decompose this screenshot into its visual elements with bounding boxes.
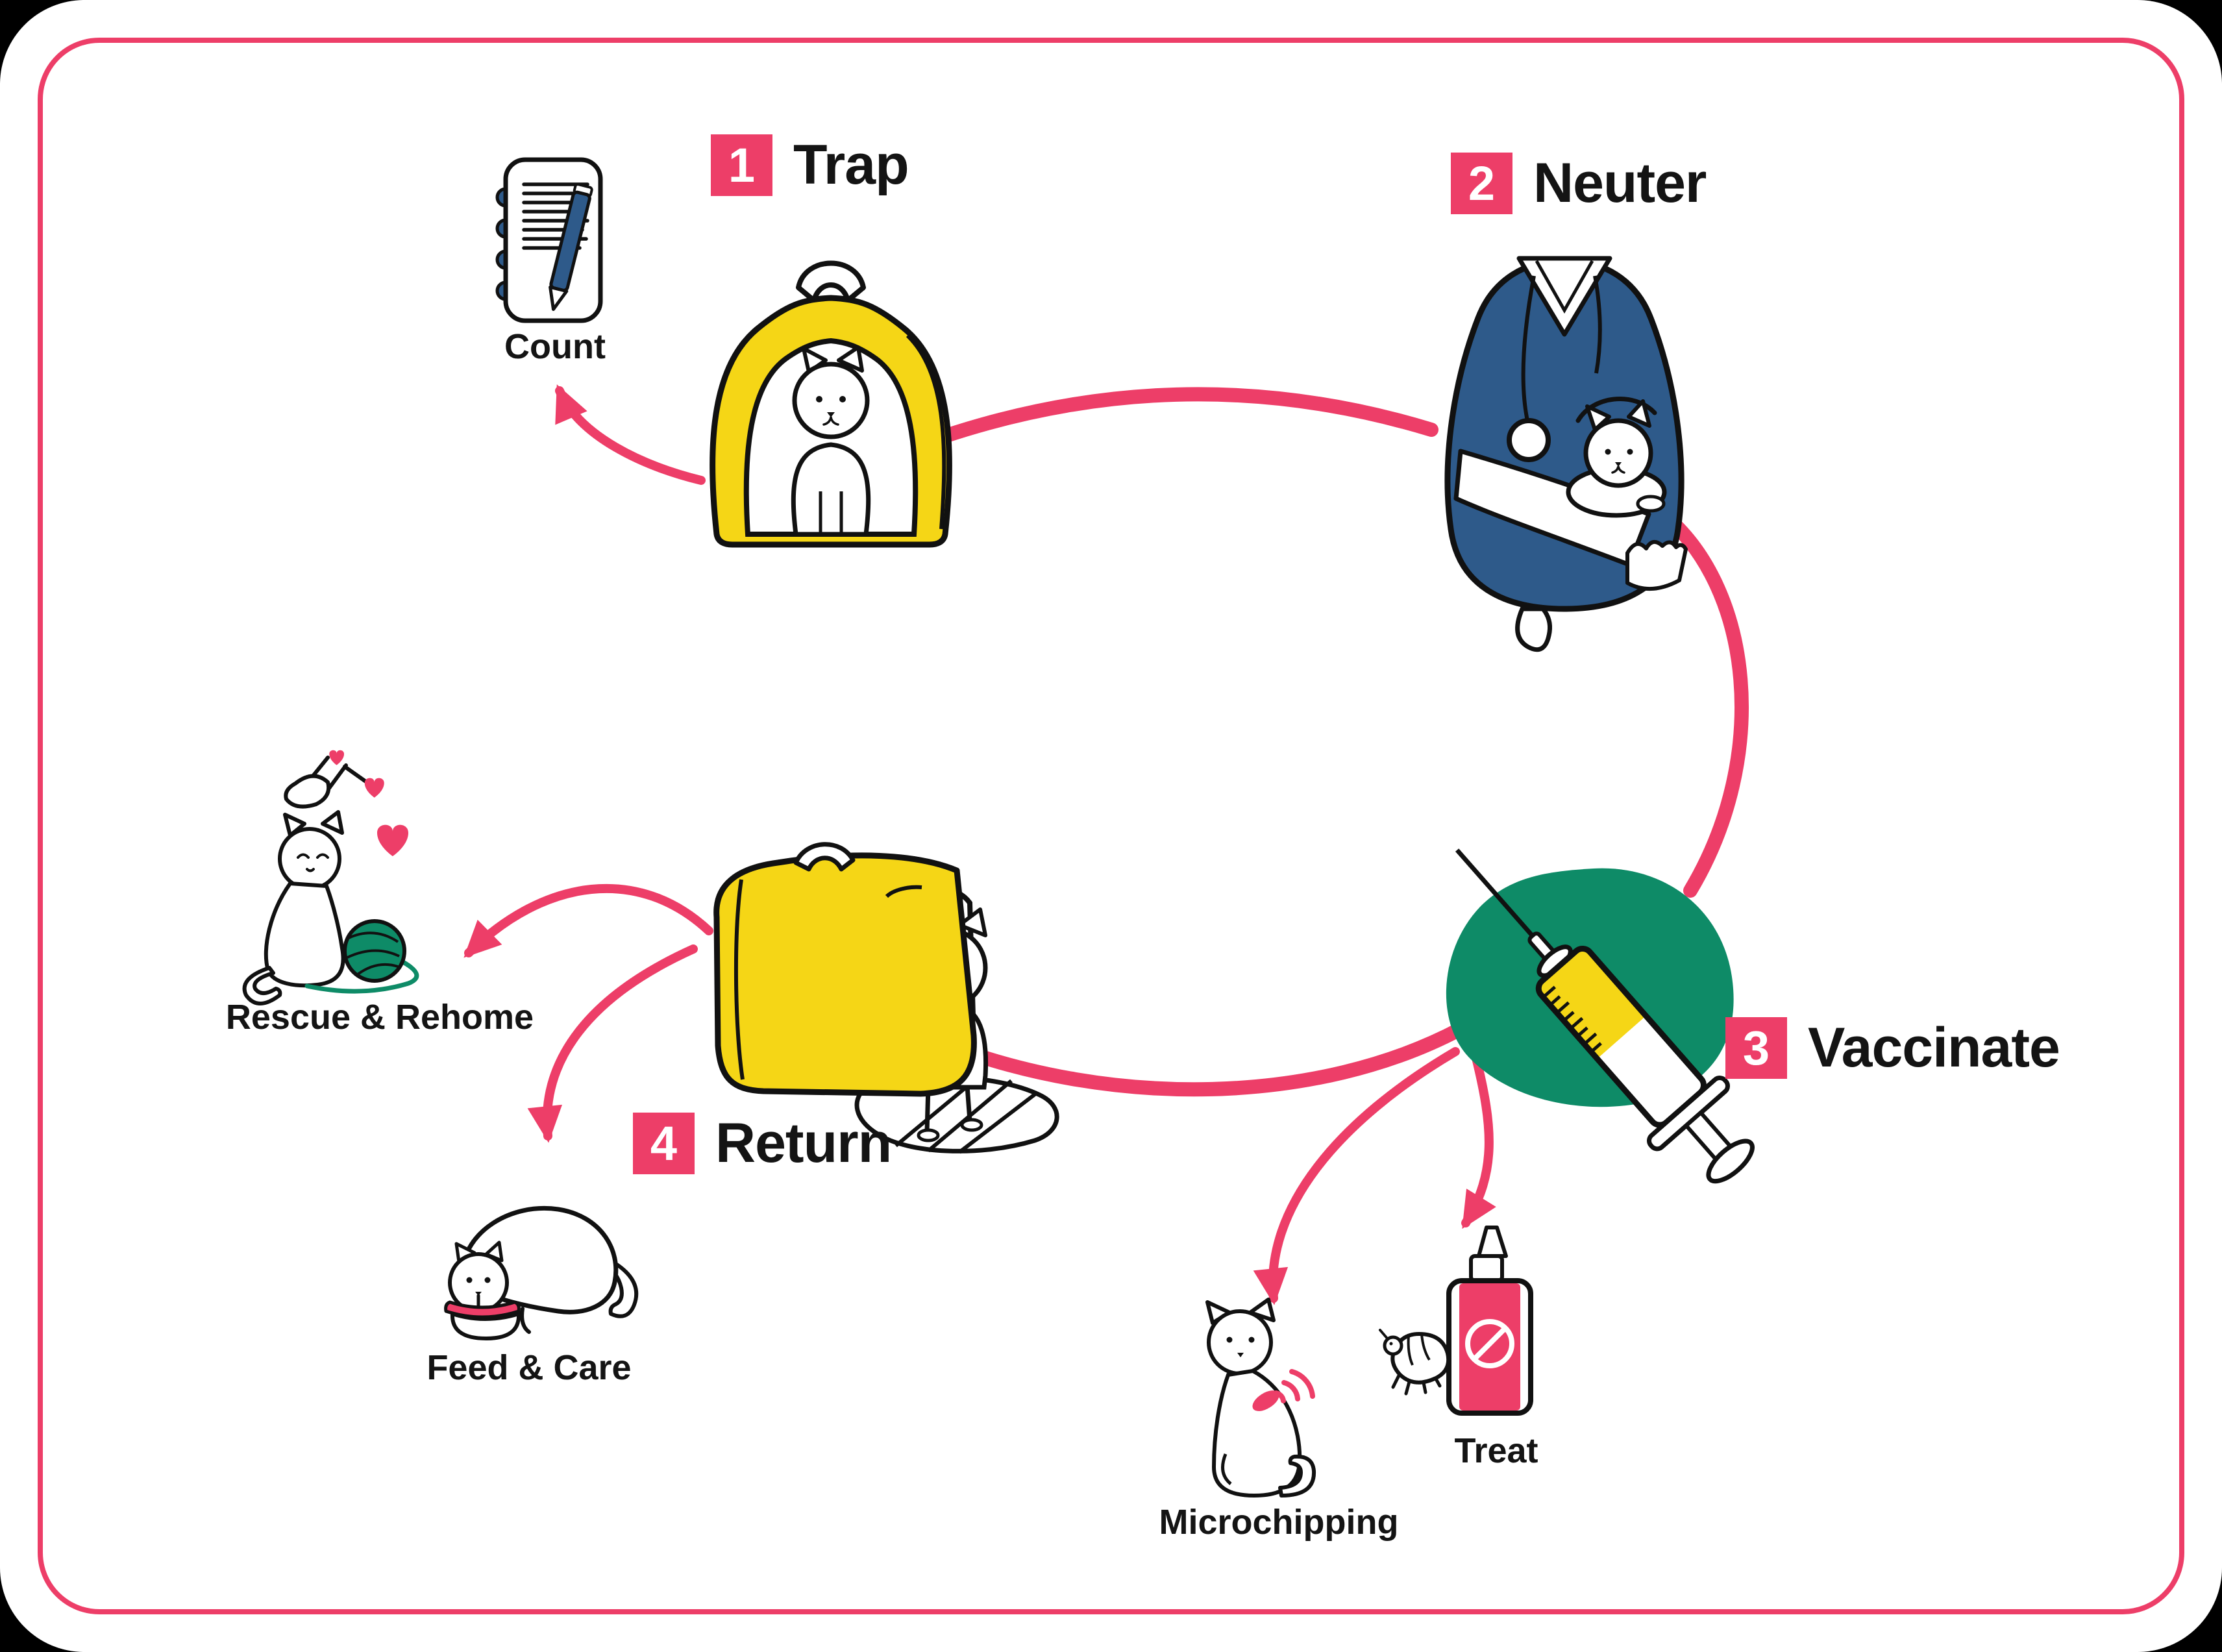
syringe-icon xyxy=(1455,848,1755,1184)
step-2-number-badge: 2 xyxy=(1451,153,1512,214)
arc-vaccinate-to-return xyxy=(937,1022,1468,1097)
treat-caption: Treat xyxy=(1454,1431,1538,1470)
cycle-arcs xyxy=(937,387,1749,1097)
microchip-signal-icon xyxy=(1274,1369,1315,1403)
pen-icon xyxy=(549,183,593,312)
vet-with-cat-icon xyxy=(1444,256,1688,652)
hearts-icon xyxy=(329,750,408,856)
step-3-title: Vaccinate xyxy=(1808,1017,2060,1079)
yarn-ball-icon xyxy=(304,919,419,994)
branch-arrows xyxy=(463,384,1496,1305)
step-3-vaccinate: 3 Vaccinate xyxy=(1725,1016,2060,1080)
flea-icon xyxy=(1379,1329,1451,1396)
step-4-number-badge: 4 xyxy=(633,1113,695,1174)
step-1-number-badge: 1 xyxy=(711,134,772,196)
pink-border-frame xyxy=(38,38,2184,1614)
microchip-cat-icon xyxy=(1205,1298,1316,1498)
arc-neuter-to-vaccinate xyxy=(1656,507,1749,898)
arrow-to-treat xyxy=(1461,1054,1496,1229)
microchip-icon xyxy=(1252,1390,1279,1411)
count-caption: Count xyxy=(504,327,606,366)
microchipping-caption: Microchipping xyxy=(1159,1503,1399,1542)
arrow-to-count xyxy=(555,384,706,485)
rescue-rehome-caption: Rescue & Rehome xyxy=(225,998,534,1037)
cat-in-carrier-icon xyxy=(710,260,952,548)
notebook-icon xyxy=(495,157,603,323)
cat-with-yarn-icon xyxy=(242,750,419,1005)
cat-eating-icon xyxy=(444,1206,639,1341)
arrow-to-microchipping xyxy=(1253,1047,1460,1305)
step-4-return: 4 Return xyxy=(633,1111,892,1176)
food-bowl-icon xyxy=(444,1300,521,1341)
bottle-nozzle xyxy=(1477,1226,1508,1258)
step-4-title: Return xyxy=(715,1112,892,1174)
step-1-title: Trap xyxy=(793,134,909,196)
flea-treatment-icon xyxy=(1379,1226,1533,1416)
step-1-trap: 1 Trap xyxy=(711,133,909,197)
cat-exiting-carrier-icon xyxy=(713,842,1059,1154)
petting-hand-icon xyxy=(284,756,378,809)
step-2-neuter: 2 Neuter xyxy=(1451,151,1707,216)
feed-care-caption: Feed & Care xyxy=(426,1348,632,1387)
arc-trap-to-neuter xyxy=(937,387,1438,443)
step-3-number-badge: 3 xyxy=(1725,1017,1787,1079)
arrow-to-rescue xyxy=(463,883,713,958)
arrow-to-feed xyxy=(527,944,698,1143)
step-2-title: Neuter xyxy=(1533,152,1707,214)
